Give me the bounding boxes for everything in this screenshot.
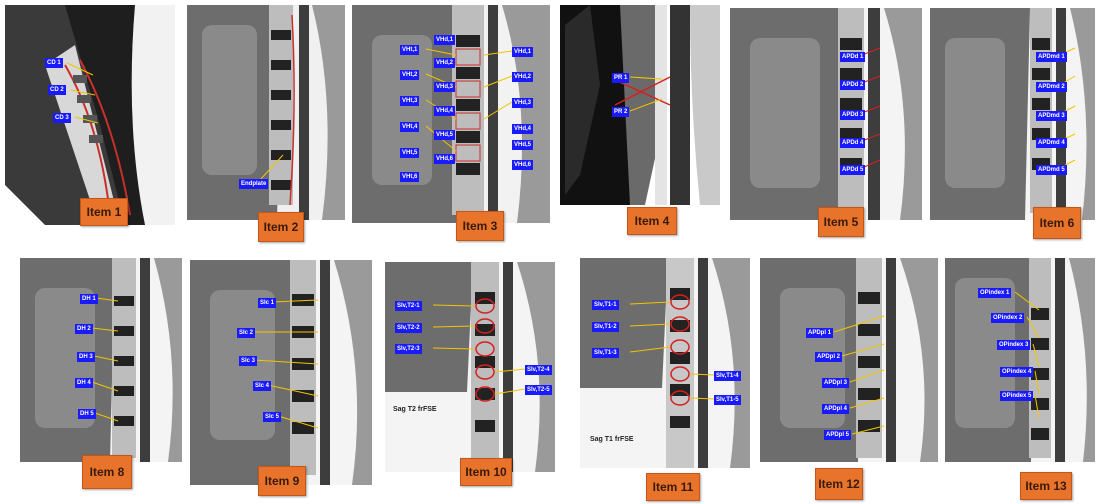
- annotation-label: VHd,2: [512, 72, 533, 82]
- annotation-lines: [945, 258, 1095, 462]
- annotation-label: DH 4: [75, 378, 93, 388]
- annotation-label: Slc 1: [258, 298, 276, 308]
- annotation-label: Slc 5: [263, 412, 281, 422]
- annotation-label: Slv,T2-2: [395, 323, 422, 333]
- annotation-label: VHt,5: [400, 148, 419, 158]
- panel-item-10: Slv,T2-1 Slv,T2-2 Slv,T2-3 Slv,T2-4 Slv,…: [385, 262, 555, 472]
- annotation-label: VHt,6: [400, 172, 419, 182]
- annotation-lines: [5, 5, 175, 225]
- annotation-label: Slv,T2-3: [395, 344, 422, 354]
- sequence-caption: Sag T2 frFSE: [393, 406, 437, 413]
- item-12-button[interactable]: Item 12: [815, 468, 863, 500]
- item-8-button[interactable]: Item 8: [82, 455, 132, 489]
- item-10-button[interactable]: Item 10: [460, 458, 512, 486]
- annotation-label: PR 1: [612, 73, 629, 83]
- annotation-label: Slv,T2-4: [525, 365, 552, 375]
- annotation-label: OPindex 1: [978, 288, 1011, 298]
- sequence-caption: Sag T1 frFSE: [590, 436, 634, 443]
- annotation-lines: [190, 260, 372, 485]
- annotation-label: Slv,T2-5: [525, 385, 552, 395]
- annotation-label: Slv,T2-1: [395, 301, 422, 311]
- annotation-label: VHd,6: [434, 154, 455, 164]
- annotation-label: APDd 4: [840, 138, 865, 148]
- item-6-button[interactable]: Item 6: [1033, 207, 1081, 239]
- annotation-label: APDmd 1: [1036, 52, 1067, 62]
- panel-item-12: APDpl 1 APDpl 2 APDpl 3 APDpl 4 APDpl 5: [760, 258, 938, 462]
- annotation-label: APDmd 4: [1036, 138, 1067, 148]
- item-4-button[interactable]: Item 4: [627, 207, 677, 235]
- annotation-label: VHd,5: [512, 140, 533, 150]
- annotation-label: PR 2: [612, 107, 629, 117]
- item-11-button[interactable]: Item 11: [646, 473, 700, 501]
- item-9-button[interactable]: Item 9: [258, 466, 306, 496]
- annotation-label: VHd,6: [512, 160, 533, 170]
- panel-item-1: CD 1 CD 2 CD 3: [5, 5, 175, 225]
- panel-item-2: Endplate: [187, 5, 345, 220]
- annotation-label: Slv,T1-4: [714, 371, 741, 381]
- annotation-label: APDmd 3: [1036, 111, 1067, 121]
- annotation-label: APDpl 2: [815, 352, 842, 362]
- annotation-lines: [560, 5, 720, 205]
- annotation-label: APDd 3: [840, 110, 865, 120]
- annotation-label: OPindex 4: [1000, 367, 1033, 377]
- annotation-label: APDpl 1: [806, 328, 833, 338]
- annotation-label: DH 1: [80, 294, 98, 304]
- annotation-label: VHd,1: [512, 47, 533, 57]
- annotation-label: VHd,4: [434, 106, 455, 116]
- annotation-label: CD 1: [45, 58, 63, 68]
- annotation-label: VHt,1: [400, 45, 419, 55]
- panel-item-6: APDmd 1 APDmd 2 APDmd 3 APDmd 4 APDmd 5: [930, 8, 1095, 220]
- panel-item-13: OPindex 1 OPindex 2 OPindex 3 OPindex 4 …: [945, 258, 1095, 462]
- annotation-label: VHd,3: [434, 82, 455, 92]
- annotation-label: APDmd 5: [1036, 165, 1067, 175]
- annotation-label: CD 3: [53, 113, 71, 123]
- annotation-label: CD 2: [48, 85, 66, 95]
- annotation-label: VHd,5: [434, 130, 455, 140]
- annotation-label: DH 2: [75, 324, 93, 334]
- annotation-label: DH 5: [78, 409, 96, 419]
- annotation-lines: [20, 258, 182, 462]
- annotation-label: APDpl 5: [824, 430, 851, 440]
- annotation-label: VHt,4: [400, 122, 419, 132]
- annotation-label: VHt,2: [400, 70, 419, 80]
- annotation-label: APDd 5: [840, 165, 865, 175]
- annotation-label: APDpl 4: [822, 404, 849, 414]
- panel-item-5: APDd 1 APDd 2 APDd 3 APDd 4 APDd 5: [730, 8, 922, 220]
- annotation-label: VHd,4: [512, 124, 533, 134]
- annotation-label: OPindex 2: [991, 313, 1024, 323]
- annotation-label: Endplate: [239, 179, 268, 189]
- annotation-label: VHd,2: [434, 58, 455, 68]
- annotation-label: APDd 2: [840, 80, 865, 90]
- annotation-label: Slc 3: [239, 356, 257, 366]
- annotation-label: Slv,T1-1: [592, 300, 619, 310]
- annotation-label: Slc 2: [237, 328, 255, 338]
- panel-item-3: VHd,1 VHt,1 VHd,2 VHt,2 VHd,3 VHt,3 VHd,…: [352, 5, 550, 223]
- annotation-label: DH 3: [77, 352, 95, 362]
- annotation-label: VHd,3: [512, 98, 533, 108]
- panel-item-8: DH 1 DH 2 DH 3 DH 4 DH 5: [20, 258, 182, 462]
- item-13-button[interactable]: Item 13: [1020, 472, 1072, 500]
- annotation-lines: [730, 8, 922, 220]
- annotation-label: OPindex 5: [1000, 391, 1033, 401]
- annotation-lines: [930, 8, 1095, 220]
- panel-item-4: PR 1 PR 2: [560, 5, 720, 205]
- annotation-label: VHt,3: [400, 96, 419, 106]
- annotation-label: APDd 1: [840, 52, 865, 62]
- annotation-label: Slv,T1-5: [714, 395, 741, 405]
- panel-item-11: Slv,T1-1 Slv,T1-2 Slv,T1-3 Slv,T1-4 Slv,…: [580, 258, 750, 468]
- item-5-button[interactable]: Item 5: [818, 207, 864, 237]
- annotation-label: Slv,T1-2: [592, 322, 619, 332]
- annotation-label: Slc 4: [253, 381, 271, 391]
- annotation-label: VHd,1: [434, 35, 455, 45]
- item-3-button[interactable]: Item 3: [456, 211, 504, 241]
- item-2-button[interactable]: Item 2: [258, 212, 304, 242]
- panel-item-9: Slc 1 Slc 2 Slc 3 Slc 4 Slc 5: [190, 260, 372, 485]
- annotation-label: Slv,T1-3: [592, 348, 619, 358]
- annotation-label: OPindex 3: [997, 340, 1030, 350]
- item-1-button[interactable]: Item 1: [80, 198, 128, 226]
- annotation-label: APDpl 3: [822, 378, 849, 388]
- annotation-label: APDmd 2: [1036, 82, 1067, 92]
